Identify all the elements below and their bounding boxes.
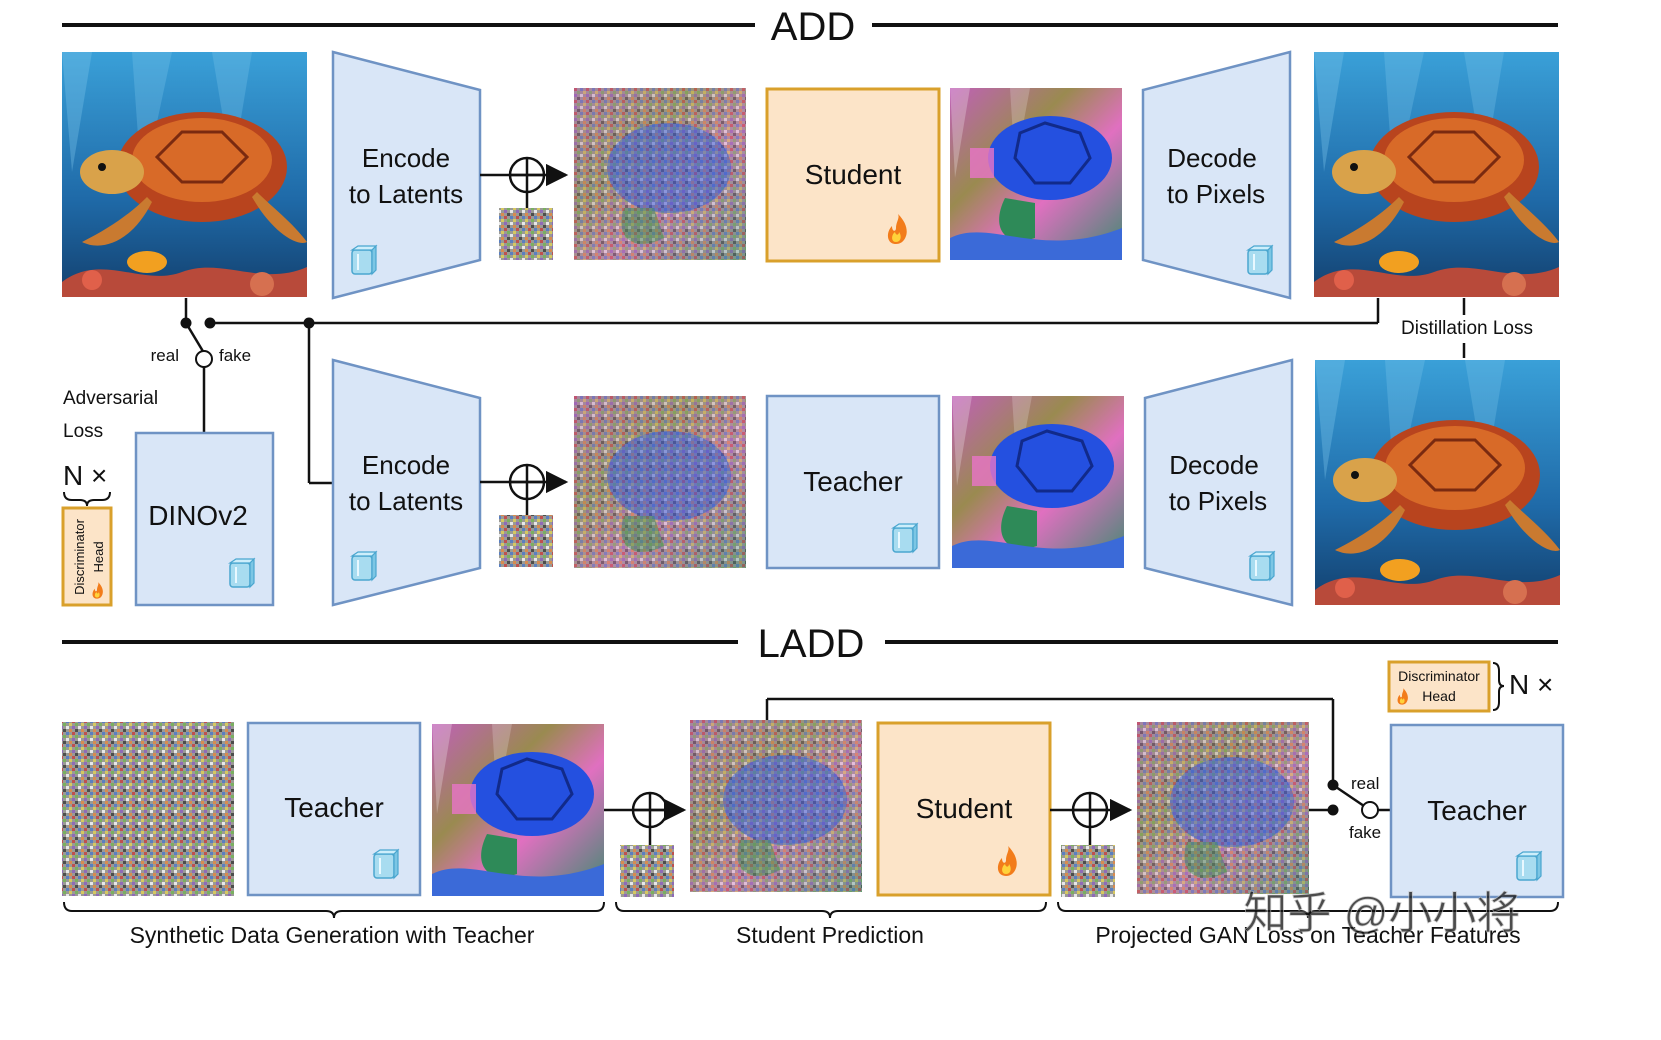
ladd-noisy-latent <box>690 720 862 892</box>
discriminator-head-left: Discriminator Head <box>61 506 113 607</box>
noise-sample <box>620 845 674 897</box>
add-teacher: Teacher <box>765 394 941 570</box>
add-section: ADD Encode to Latents Student <box>60 5 1562 607</box>
encode-label-1: Encode <box>362 143 450 173</box>
ice-cube-icon <box>1249 551 1275 581</box>
student-output-image <box>1312 50 1561 299</box>
teacher-output-latent <box>950 394 1126 570</box>
real-label: real <box>151 346 179 365</box>
fake-label-ladd: fake <box>1349 823 1381 842</box>
stage-label-student: Student Prediction <box>736 922 924 948</box>
decode-label-1: Decode <box>1167 143 1257 173</box>
add-operator-icon <box>1071 791 1109 845</box>
add-encoder-top: Encode to Latents <box>331 50 482 300</box>
add-decoder-bottom: Decode to Pixels <box>1143 358 1294 607</box>
ice-cube-icon <box>351 551 377 581</box>
ladd-student: Student <box>876 721 1052 897</box>
encode-label-2: to Latents <box>349 179 463 209</box>
add-decoder-top: Decode to Pixels <box>1141 50 1292 300</box>
ice-cube-icon <box>229 558 255 588</box>
n-times-label-right: N × <box>1509 669 1553 700</box>
decode-label-2b: to Pixels <box>1169 486 1267 516</box>
noisy-latent-bottom <box>574 396 746 568</box>
noisy-latent-top <box>574 88 746 260</box>
decode-label-1b: Decode <box>1169 450 1259 480</box>
distillation-loss-label: Distillation Loss <box>1401 318 1533 339</box>
adversarial-loss-label-2: Loss <box>63 421 103 442</box>
synthetic-latent <box>430 722 606 898</box>
dinov2-label: DINOv2 <box>148 500 248 531</box>
teacher-label: Teacher <box>803 466 903 497</box>
stage-label-synthetic: Synthetic Data Generation with Teacher <box>130 922 535 948</box>
ladd-section: LADD Teacher Student <box>62 622 1565 948</box>
stage-label-projected-gan: Projected GAN Loss on Teacher Features <box>1095 922 1520 948</box>
student-output-latent <box>948 86 1124 262</box>
n-times-label-left: N × <box>63 460 107 491</box>
add-encoder-bottom: Encode to Latents <box>331 358 482 607</box>
encode-label-1b: Encode <box>362 450 450 480</box>
noise-sample <box>1061 845 1115 897</box>
disc-head-label-r1: Discriminator <box>1398 668 1480 684</box>
ice-cube-icon <box>1247 245 1273 275</box>
ladd-teacher-generator: Teacher <box>246 721 422 897</box>
ice-cube-icon <box>351 245 377 275</box>
ladd-title: LADD <box>758 622 865 666</box>
add-title: ADD <box>771 5 855 49</box>
ice-cube-icon <box>1516 851 1542 881</box>
noise-sample <box>499 208 553 260</box>
discriminator-head-right: Discriminator Head <box>1387 660 1491 713</box>
encode-label-2b: to Latents <box>349 486 463 516</box>
add-operator-icon <box>508 156 546 208</box>
dinov2-block: DINOv2 <box>134 431 275 607</box>
disc-head-label-2: Head <box>91 541 106 572</box>
teacher-output-image <box>1313 358 1562 607</box>
adversarial-loss-label-1: Adversarial <box>63 388 158 409</box>
student-label: Student <box>805 159 902 190</box>
teacher-label-ladd-right: Teacher <box>1427 795 1527 826</box>
ice-cube-icon <box>373 849 399 879</box>
decode-label-2: to Pixels <box>1167 179 1265 209</box>
add-operator-icon <box>508 463 546 515</box>
add-student: Student <box>765 87 941 263</box>
fake-label: fake <box>219 346 251 365</box>
ice-cube-icon <box>892 523 918 553</box>
ladd-teacher-discriminator: Teacher <box>1389 723 1565 899</box>
ladd-renoised-latent <box>1137 722 1309 894</box>
noise-sample <box>499 515 553 567</box>
add-operator-icon <box>631 791 669 845</box>
teacher-label-ladd: Teacher <box>284 792 384 823</box>
student-label-ladd: Student <box>916 793 1013 824</box>
watermark: 知乎 @小小将 <box>1244 889 1521 938</box>
real-label-ladd: real <box>1351 774 1379 793</box>
disc-head-label-1: Discriminator <box>72 518 87 595</box>
disc-head-label-r2: Head <box>1422 688 1455 704</box>
pure-noise-image <box>62 722 234 896</box>
add-input-image <box>60 50 309 299</box>
